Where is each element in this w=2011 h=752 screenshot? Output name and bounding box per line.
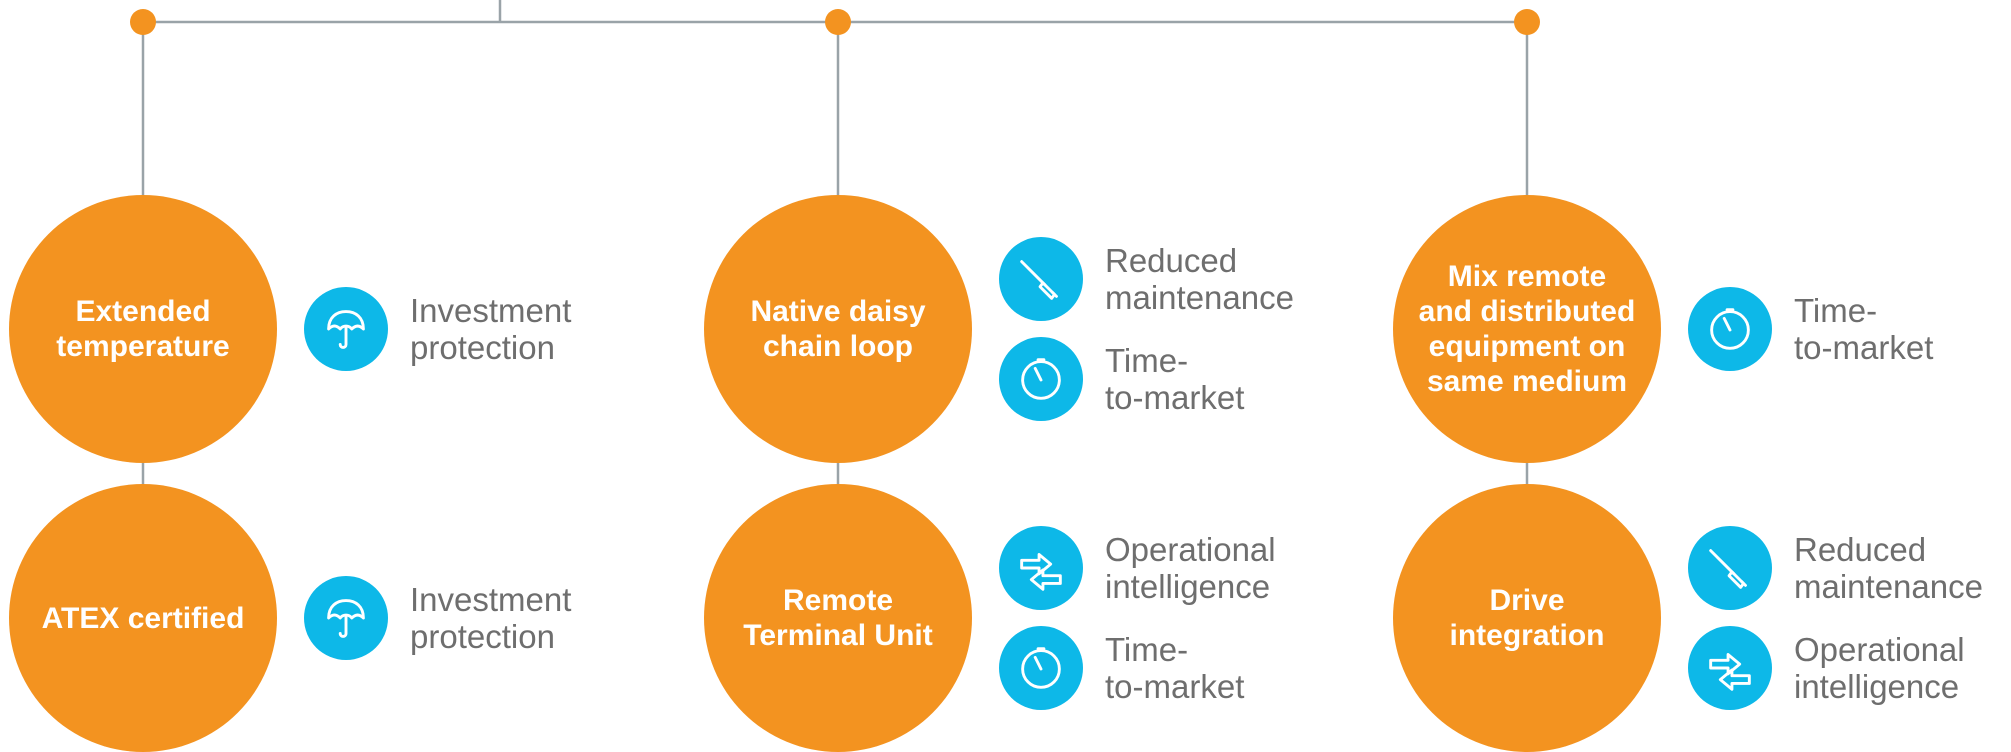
umbrella-icon: [304, 576, 388, 660]
benefit-item: Time- to-market: [1688, 287, 1933, 371]
benefit-item: Time- to-market: [999, 337, 1244, 421]
stopwatch-icon: [999, 337, 1083, 421]
feature-node: Drive integration: [1393, 484, 1661, 752]
stopwatch-icon: [999, 626, 1083, 710]
screwdriver-icon: [1688, 526, 1772, 610]
benefit-label: Investment protection: [410, 292, 572, 366]
benefit-item: Investment protection: [304, 576, 571, 660]
benefit-label: Time- to-market: [1105, 631, 1245, 705]
benefit-item: Operational intelligence: [999, 526, 1276, 610]
screwdriver-icon: [999, 237, 1083, 321]
benefit-item: Time- to-market: [999, 626, 1244, 710]
benefit-item: Investment protection: [304, 287, 571, 371]
benefit-label: Time- to-market: [1794, 292, 1934, 366]
benefit-item: Reduced maintenance: [999, 237, 1294, 321]
arrows-exchange-icon: [1688, 626, 1772, 710]
feature-node: Remote Terminal Unit: [704, 484, 972, 752]
stopwatch-icon: [1688, 287, 1772, 371]
junction-dot: [130, 9, 156, 35]
benefit-label: Time- to-market: [1105, 342, 1245, 416]
feature-node: ATEX certified: [9, 484, 277, 752]
feature-node: Native daisy chain loop: [704, 195, 972, 463]
benefit-label: Reduced maintenance: [1105, 242, 1294, 316]
benefit-label: Operational intelligence: [1105, 531, 1276, 605]
benefit-item: Reduced maintenance: [1688, 526, 1983, 610]
arrows-exchange-icon: [999, 526, 1083, 610]
benefit-label: Operational intelligence: [1794, 631, 1965, 705]
umbrella-icon: [304, 287, 388, 371]
benefit-label: Reduced maintenance: [1794, 531, 1983, 605]
feature-node: Extended temperature: [9, 195, 277, 463]
benefit-item: Operational intelligence: [1688, 626, 1965, 710]
benefit-label: Investment protection: [410, 581, 572, 655]
junction-dot: [1514, 9, 1540, 35]
junction-dot: [825, 9, 851, 35]
feature-node: Mix remote and distributed equipment on …: [1393, 195, 1661, 463]
